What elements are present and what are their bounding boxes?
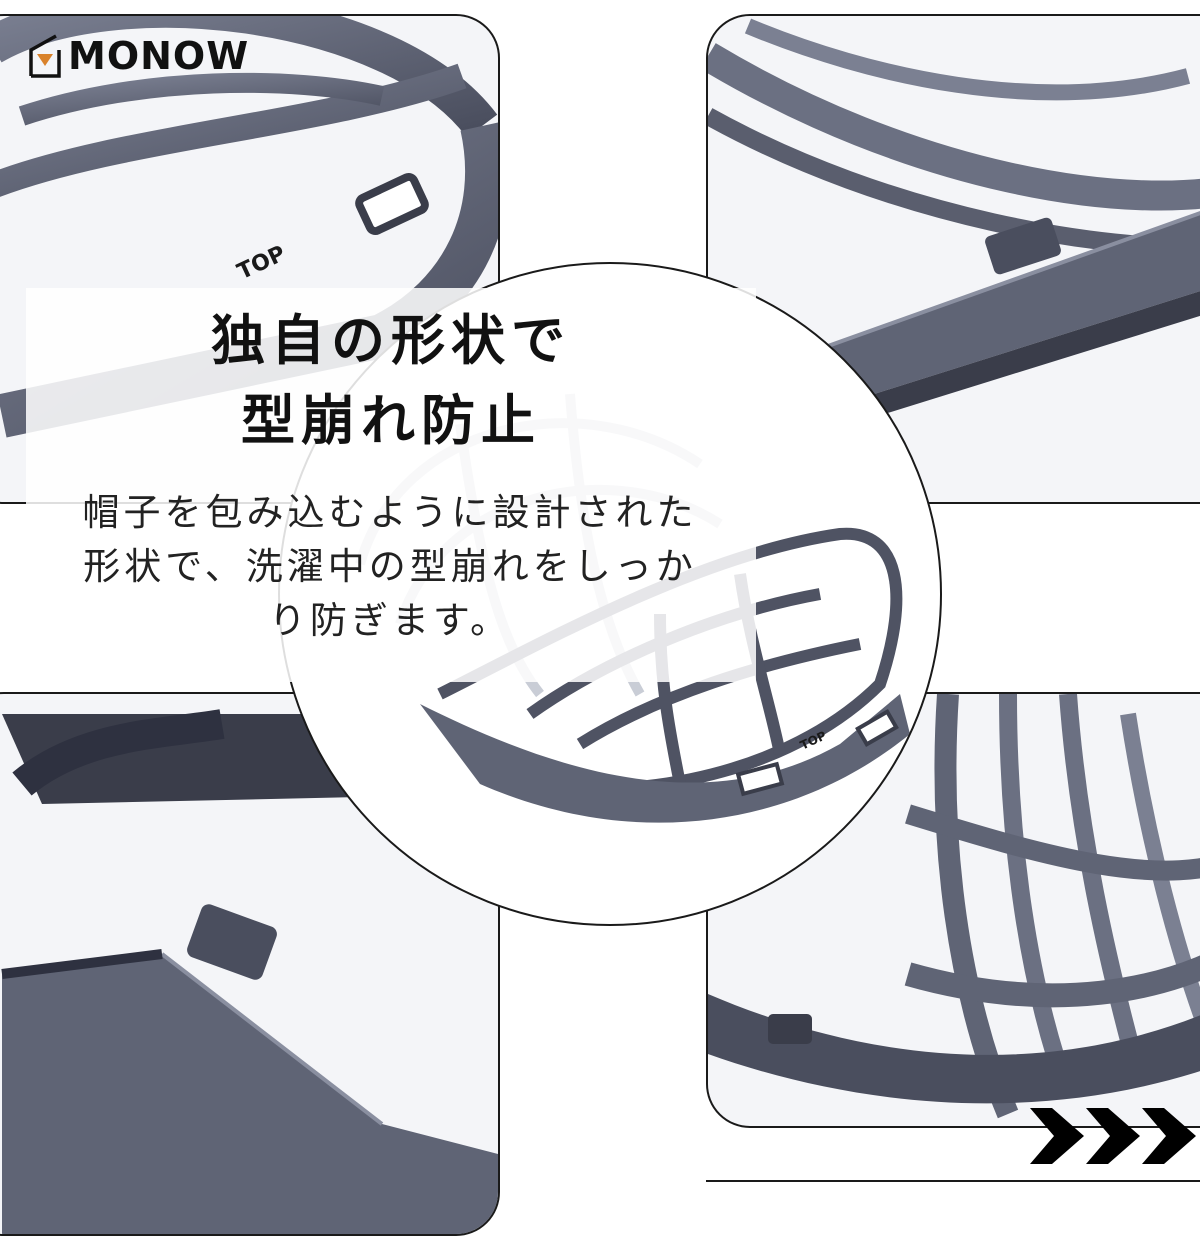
text-overlay-band [26,288,756,682]
product-detail-panel-bottom-left [0,692,500,1236]
headline: 独自の形状で 型崩れ防止 [26,300,756,460]
headline-line-2: 型崩れ防止 [241,388,541,452]
headline-line-1: 独自の形状で [211,308,571,372]
cap-frame-ribs-image [708,694,1200,1119]
brand-logo: MONOW [28,34,249,78]
description: 帽子を包み込むように設計された 形状で、洗濯中の型崩れをしっか り防ぎます。 [40,486,740,648]
triple-chevron-right-icon [1030,1108,1196,1164]
description-line-3: り防ぎます。 [268,599,512,642]
top-label-small: TOP [798,728,829,752]
next-arrows-button[interactable] [1026,1108,1200,1164]
cap-frame-side-image [708,18,1200,416]
description-line-2: 形状で、洗濯中の型崩れをしっか [83,545,697,588]
house-with-orange-triangle-icon [28,34,62,78]
brand-name: MONOW [68,34,250,78]
description-line-1: 帽子を包み込むように設計された [82,491,698,534]
divider-line [706,1180,1200,1182]
